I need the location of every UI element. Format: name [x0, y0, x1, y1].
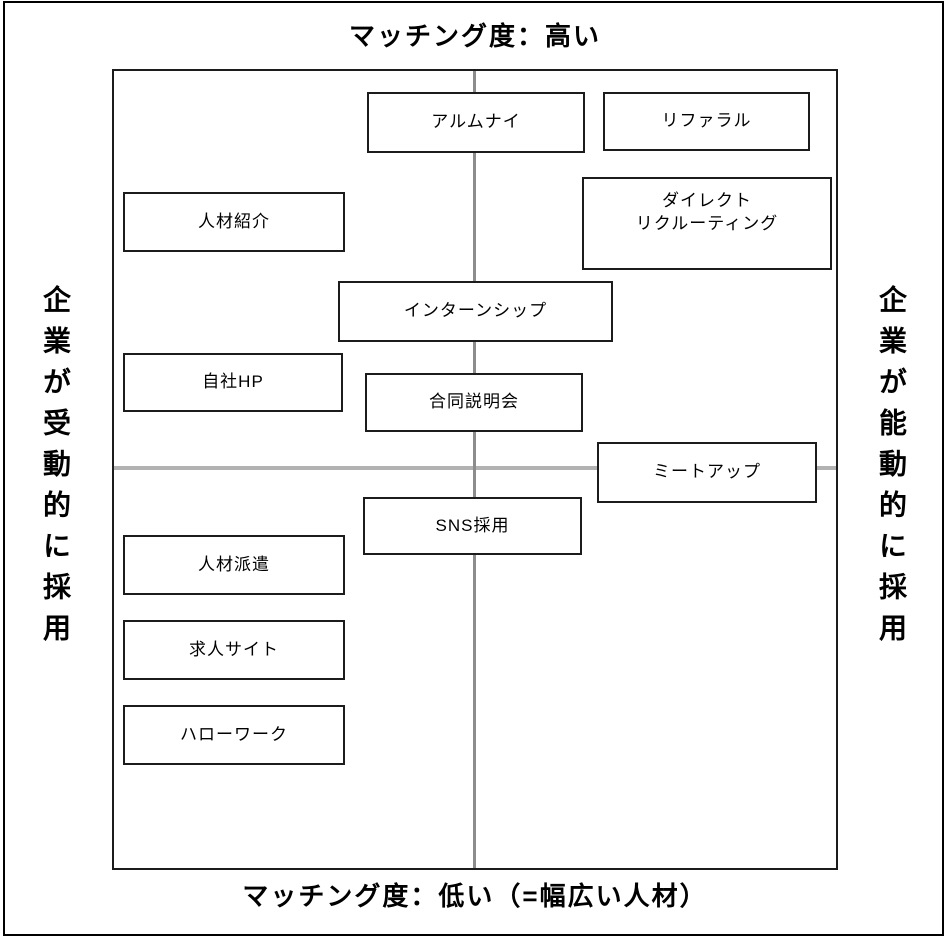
method-box-recruitment-agency: 人材紹介	[123, 192, 345, 252]
axis-label-matching-low: マッチング度：低い（=幅広い人材）	[242, 881, 708, 911]
axis-label-active-hiring: 企業が能動的に採用	[876, 285, 907, 654]
method-box-company-website: 自社HP	[123, 353, 343, 412]
method-box-meetup: ミートアップ	[597, 442, 817, 503]
method-box-joint-info-session: 合同説明会	[365, 373, 583, 432]
vertical-axis-line	[473, 71, 476, 868]
method-box-sns-recruiting: SNS採用	[363, 497, 582, 555]
method-box-hello-work: ハローワーク	[123, 705, 345, 765]
method-box-direct-recruiting: ダイレクト リクルーティング	[582, 177, 832, 270]
method-box-job-site: 求人サイト	[123, 620, 345, 680]
outer-frame	[3, 1, 944, 936]
matrix-area	[112, 69, 838, 870]
method-box-internship: インターンシップ	[338, 281, 613, 342]
method-box-alumni: アルムナイ	[367, 92, 585, 153]
method-box-referral: リファラル	[603, 92, 810, 151]
method-box-temp-staffing: 人材派遣	[123, 535, 345, 595]
axis-label-passive-hiring: 企業が受動的に採用	[40, 285, 71, 654]
axis-label-matching-high: マッチング度：高い	[348, 21, 601, 51]
